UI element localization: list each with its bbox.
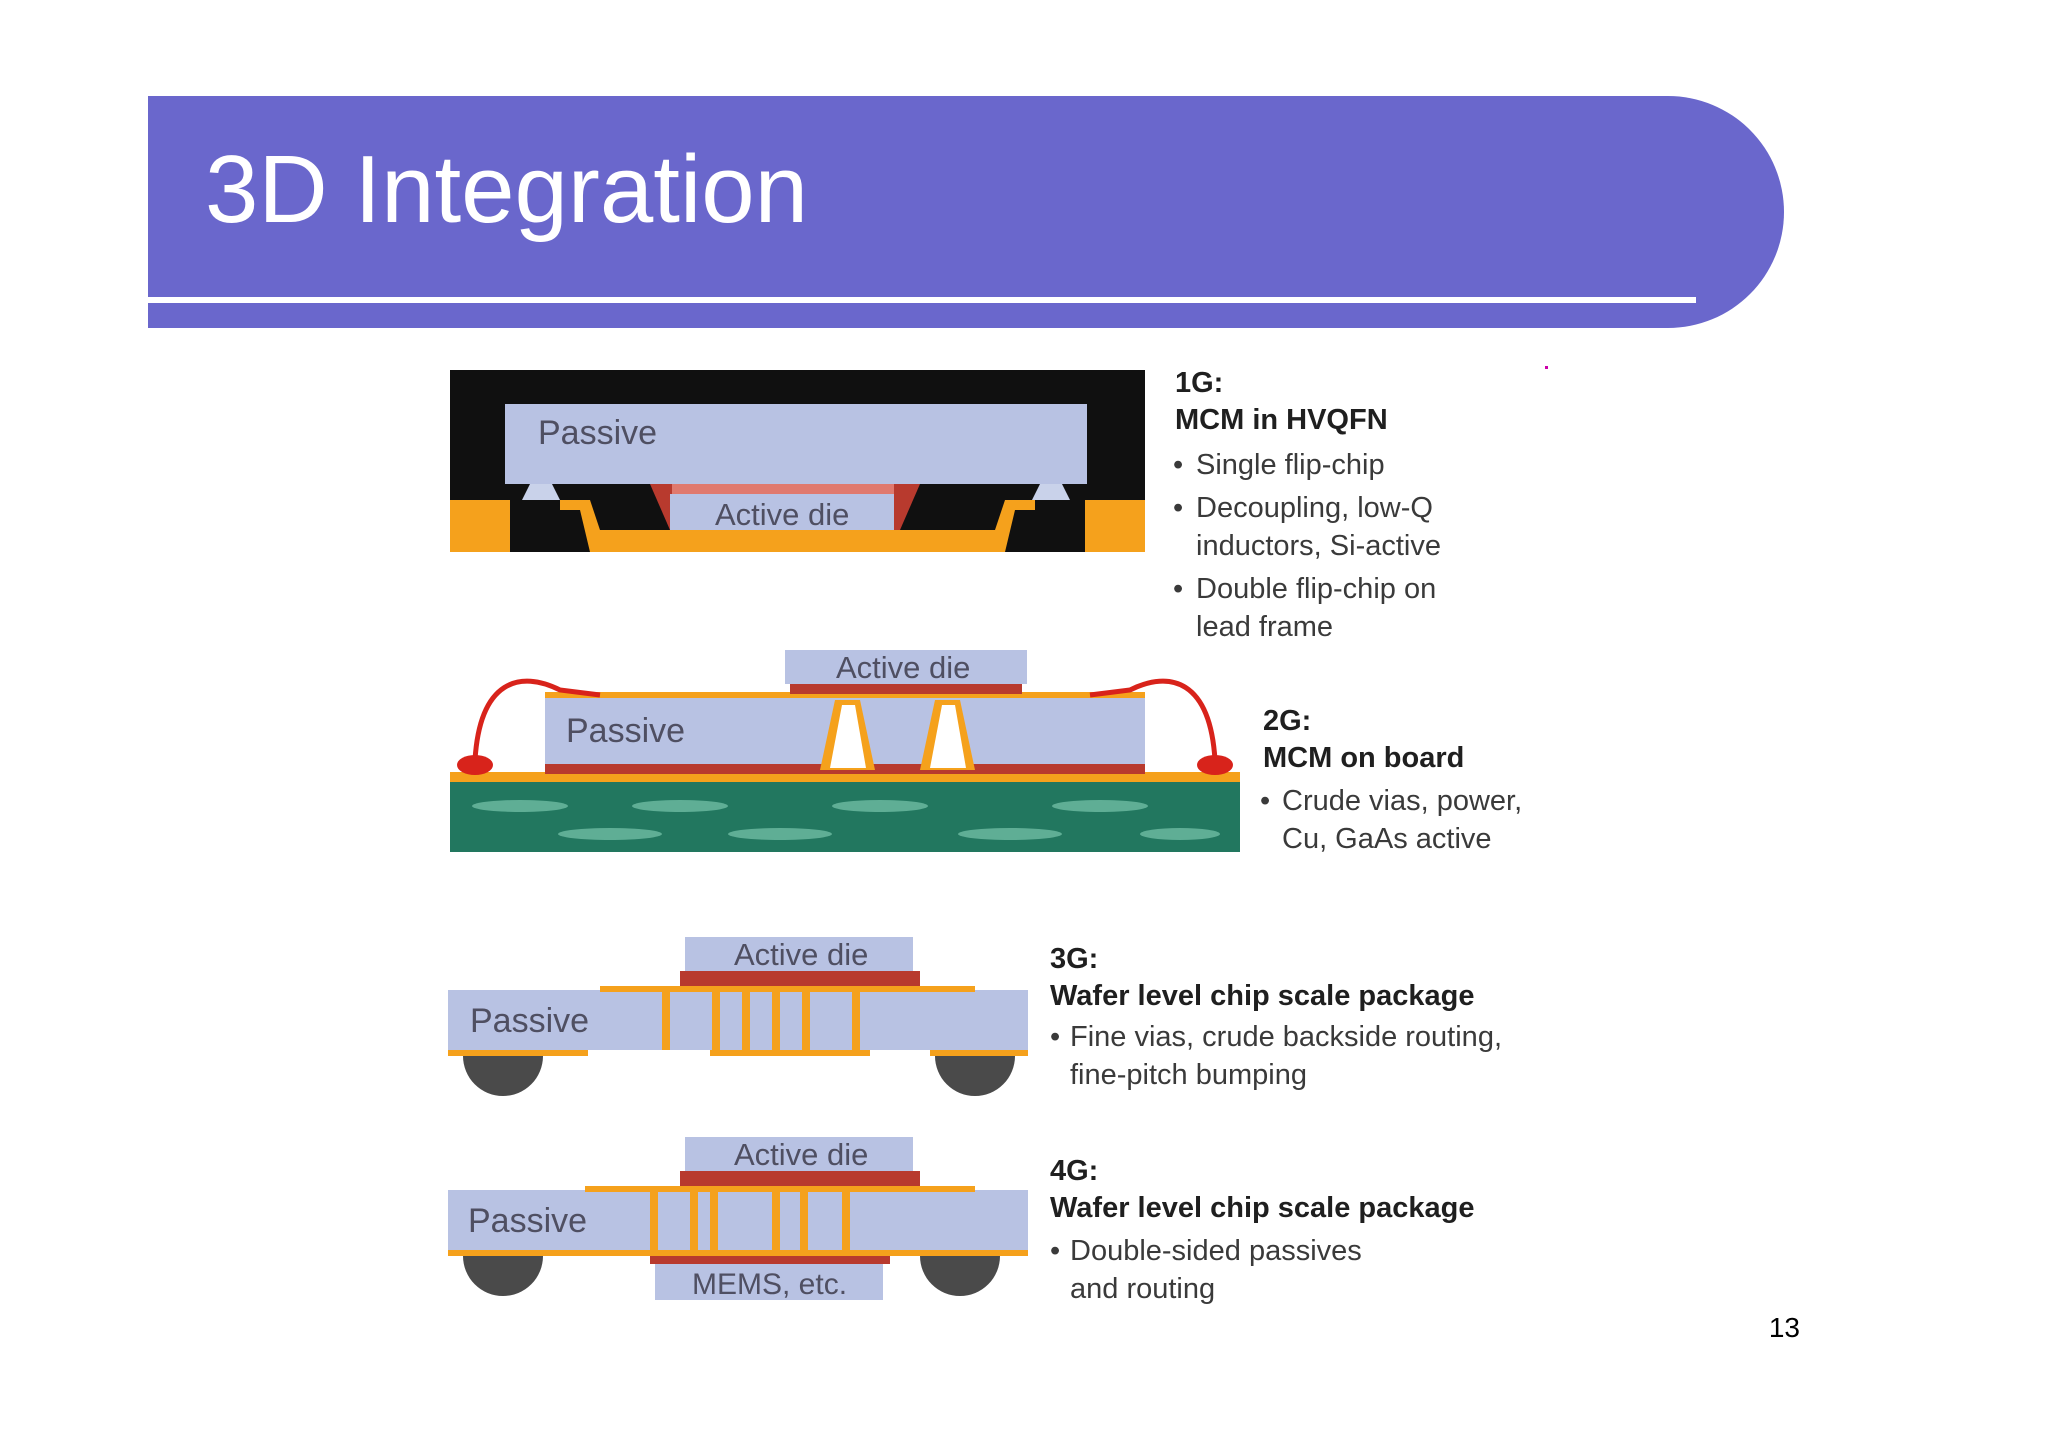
via-right-core [930,705,966,768]
diagram-4g: Passive Active die MEMS, etc. [448,1137,1028,1301]
passive-label: Passive [468,1202,587,1240]
passive-bottom-copper-left [448,1050,588,1056]
solder-foot-right [1032,484,1070,500]
active-die [785,650,1027,684]
active-die-label: Active die [715,497,849,532]
stray-mark [1545,366,1548,369]
passive-die [448,1190,1028,1250]
bullet-line: Double flip-chip on [1196,573,1436,605]
bond-pad-right [1197,755,1233,775]
gen-name: Wafer level chip scale package [1050,1192,1474,1224]
active-die [670,494,894,530]
wire-bond-right [1089,678,1218,761]
active-die-label: Active die [836,650,970,685]
bump-right [920,1256,1000,1296]
bullet-glyph: • [1260,785,1270,817]
passive-die [448,990,1028,1050]
lead-frame-center [560,500,1035,552]
gen-name: MCM in HVQFN [1175,404,1388,436]
passive-bottom-copper-mid [710,1050,870,1056]
bullet-line: fine-pitch bumping [1070,1059,1307,1091]
mems-label: MEMS, etc. [692,1268,847,1301]
pcb-board [450,782,1240,852]
active-die-label: Active die [734,1137,868,1172]
title-underline [148,297,1696,303]
bump-left [463,1256,543,1296]
diagram-2g: Passive Active die [450,650,1240,852]
passive-bottom-copper [448,1250,1028,1256]
passive-top-copper [585,1186,975,1192]
diagram-3g: Passive Active die [448,937,1028,1096]
gen-4g-text: 4G: Wafer level chip scale package • Dou… [1050,1155,1474,1305]
bullet-line: Crude vias, power, [1282,785,1522,817]
bump-row [680,971,920,986]
gen-name: Wafer level chip scale package [1050,980,1474,1012]
gen-name: MCM on board [1263,742,1464,774]
bullet-glyph: • [1050,1235,1060,1267]
lead-frame-left [450,500,510,552]
bump-row-top [680,1171,920,1186]
gen-id: 4G: [1050,1155,1098,1187]
page-number: 13 [1768,1312,1800,1343]
bullet-line: inductors, Si-active [1196,530,1441,562]
bullet-line: Double-sided passives [1070,1235,1362,1267]
active-die-label: Active die [734,937,868,972]
passive-bottom-copper-right [930,1050,1028,1056]
gen-id: 3G: [1050,943,1098,975]
active-die [685,937,913,971]
bump-left [463,1056,543,1096]
bond-pad-left [457,755,493,775]
board-copper-line [450,772,1240,782]
passive-top-copper [600,986,975,992]
bullet-glyph: • [1173,492,1183,524]
wire-bond-left [472,678,601,761]
mems-die [655,1264,883,1300]
fine-vias [662,990,860,1050]
passive-top-copper [545,692,1145,698]
passive-label: Passive [566,712,685,750]
bump-row [790,684,1022,694]
gen-id: 2G: [1263,705,1311,737]
via-left-core [830,705,866,768]
bullet-line: and routing [1070,1273,1215,1305]
fine-vias [650,1190,850,1250]
passive-label: Passive [470,1002,589,1040]
bullet-glyph: • [1173,573,1183,605]
bullet-line: Decoupling, low-Q [1196,492,1433,524]
page-title: 3D Integration [205,136,809,243]
diagram-1g: Passive Active die [450,370,1145,552]
bullet-line: Single flip-chip [1196,449,1385,481]
gen-3g-text: 3G: Wafer level chip scale package • Fin… [1050,943,1502,1091]
active-die [685,1137,913,1171]
bullet-line: Fine vias, crude backside routing, [1070,1021,1502,1053]
solder-foot-left [522,484,560,500]
passive-label: Passive [538,414,657,452]
bullet-glyph: • [1173,449,1183,481]
bump-row [672,484,894,494]
gen-2g-text: 2G: MCM on board • Crude vias, power, Cu… [1260,705,1522,855]
title-banner [148,96,1784,328]
gen-id: 1G: [1175,367,1223,399]
lead-frame-right [1085,500,1145,552]
bump-right [935,1056,1015,1096]
gen-1g-text: 1G: MCM in HVQFN • Single flip-chip • De… [1173,367,1441,643]
board-fiber [472,800,1220,840]
passive-die [505,404,1087,484]
bump-row-bottom [650,1256,890,1264]
bullet-glyph: • [1050,1021,1060,1053]
bullet-line: Cu, GaAs active [1282,823,1492,855]
bullet-line: lead frame [1196,611,1333,643]
